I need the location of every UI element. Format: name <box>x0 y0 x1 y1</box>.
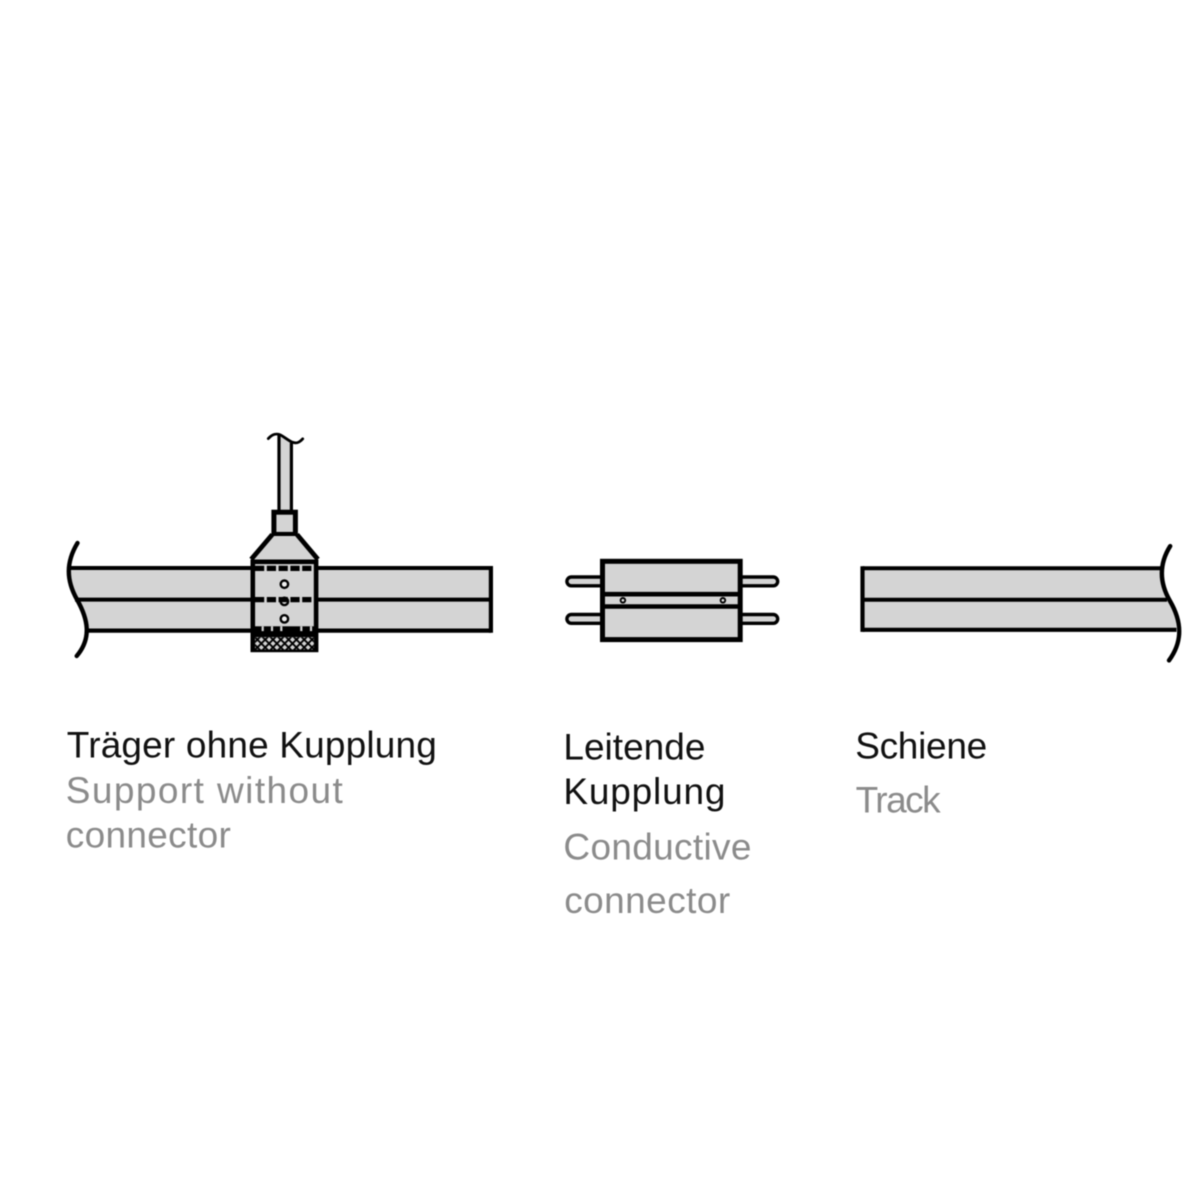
svg-text:Track: Track <box>856 780 942 821</box>
svg-text:Schiene: Schiene <box>855 726 987 767</box>
svg-text:connector: connector <box>66 814 231 855</box>
svg-text:Conductive: Conductive <box>563 826 751 867</box>
svg-text:connector: connector <box>564 880 730 921</box>
svg-text:Träger ohne Kupplung: Träger ohne Kupplung <box>67 724 437 765</box>
svg-text:Leitende: Leitende <box>563 726 705 767</box>
svg-text:Kupplung: Kupplung <box>563 771 725 812</box>
svg-text:Support without: Support without <box>66 770 344 811</box>
